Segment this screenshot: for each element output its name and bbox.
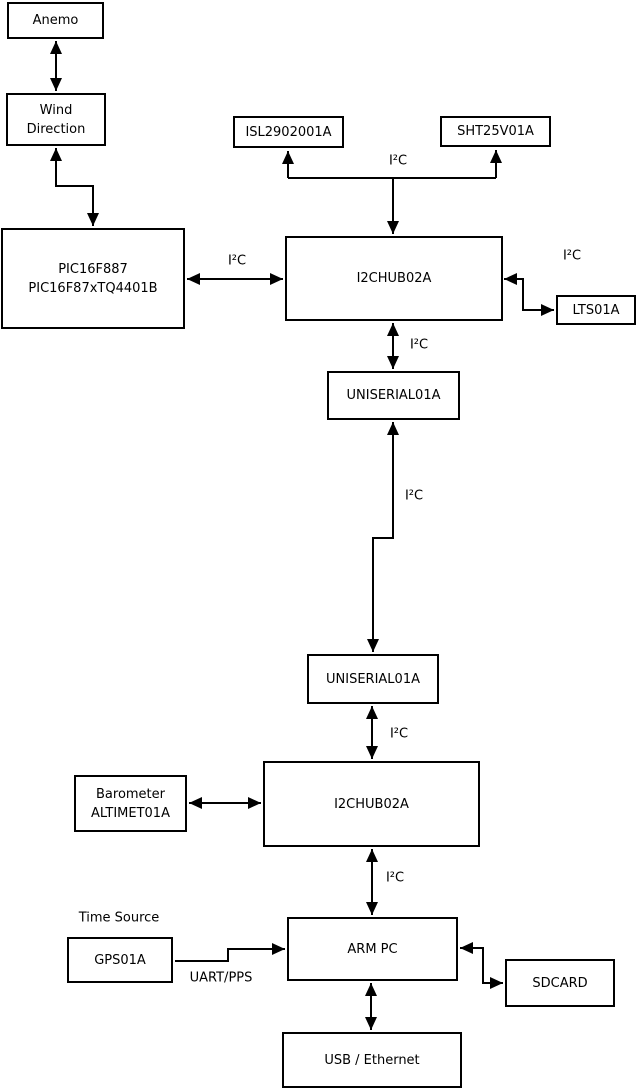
edge-label-i2c-uniserial-hub2: I²C xyxy=(389,726,409,742)
node-arm-pc: ARM PC xyxy=(287,917,458,981)
node-usb-ethernet: USB / Ethernet xyxy=(282,1032,462,1088)
connector-winddirection-pic xyxy=(50,148,99,226)
node-anemo: Anemo xyxy=(7,2,104,39)
connector-armpc-sdcard xyxy=(460,942,503,989)
edge-label-uart-pps: UART/PPS xyxy=(189,970,253,986)
node-pic-label-line1: PIC16F887 xyxy=(58,261,128,277)
node-sdcard-label: SDCARD xyxy=(532,975,588,991)
connector-hubtop-lts xyxy=(504,273,554,316)
node-isl2902001a-label: ISL2902001A xyxy=(245,124,332,140)
edge-label-i2c-uniserial-link: I²C xyxy=(404,488,424,504)
node-wind-direction: Wind Direction xyxy=(6,93,106,146)
node-wind-direction-label-line2: Direction xyxy=(26,121,86,137)
connector-uniserialtop-uniserialbottom xyxy=(367,422,399,652)
node-uniserial-top: UNISERIAL01A xyxy=(327,371,460,420)
node-barometer-label-line1: Barometer xyxy=(96,786,165,802)
node-i2c-hub-top-label: I2CHUB02A xyxy=(356,271,432,286)
node-i2c-hub-bottom: I2CHUB02A xyxy=(263,761,480,847)
node-barometer: Barometer ALTIMET01A xyxy=(74,775,187,832)
node-gps01a: GPS01A xyxy=(67,937,173,983)
node-sht25v01a: SHT25V01A xyxy=(440,116,551,147)
edge-label-i2c-sensor-branch: I²C xyxy=(388,153,408,169)
edge-label-i2c-pic-hub: I²C xyxy=(227,253,247,269)
node-gps01a-label: GPS01A xyxy=(94,952,146,968)
node-uniserial-bottom: UNISERIAL01A xyxy=(307,654,439,704)
node-lts01a-label: LTS01A xyxy=(572,302,620,318)
node-uniserial-top-label: UNISERIAL01A xyxy=(346,388,441,403)
edge-label-i2c-hub-lts: I²C xyxy=(562,248,582,264)
node-sdcard: SDCARD xyxy=(505,959,615,1007)
node-uniserial-bottom-label: UNISERIAL01A xyxy=(326,671,420,687)
node-anemo-label: Anemo xyxy=(32,13,79,28)
node-pic-microcontroller: PIC16F887 PIC16F87xTQ4401B xyxy=(1,228,185,329)
node-pic-label-line2: PIC16F87xTQ4401B xyxy=(28,280,158,296)
node-wind-direction-label-line1: Wind xyxy=(39,102,73,118)
connector-gps-armpc xyxy=(175,943,285,962)
edge-label-time-source: Time Source xyxy=(78,910,160,926)
edge-label-i2c-hub-uniserial: I²C xyxy=(409,337,429,353)
node-i2c-hub-top: I2CHUB02A xyxy=(285,236,503,321)
node-barometer-label-line2: ALTIMET01A xyxy=(91,805,170,821)
node-lts01a: LTS01A xyxy=(556,295,636,325)
node-sht25v01a-label: SHT25V01A xyxy=(457,124,534,139)
node-isl2902001a: ISL2902001A xyxy=(233,116,344,148)
node-arm-pc-label: ARM PC xyxy=(347,941,398,957)
node-usb-ethernet-label: USB / Ethernet xyxy=(324,1052,420,1068)
edge-label-i2c-hub2-armpc: I²C xyxy=(385,870,405,886)
node-i2c-hub-bottom-label: I2CHUB02A xyxy=(334,796,409,812)
